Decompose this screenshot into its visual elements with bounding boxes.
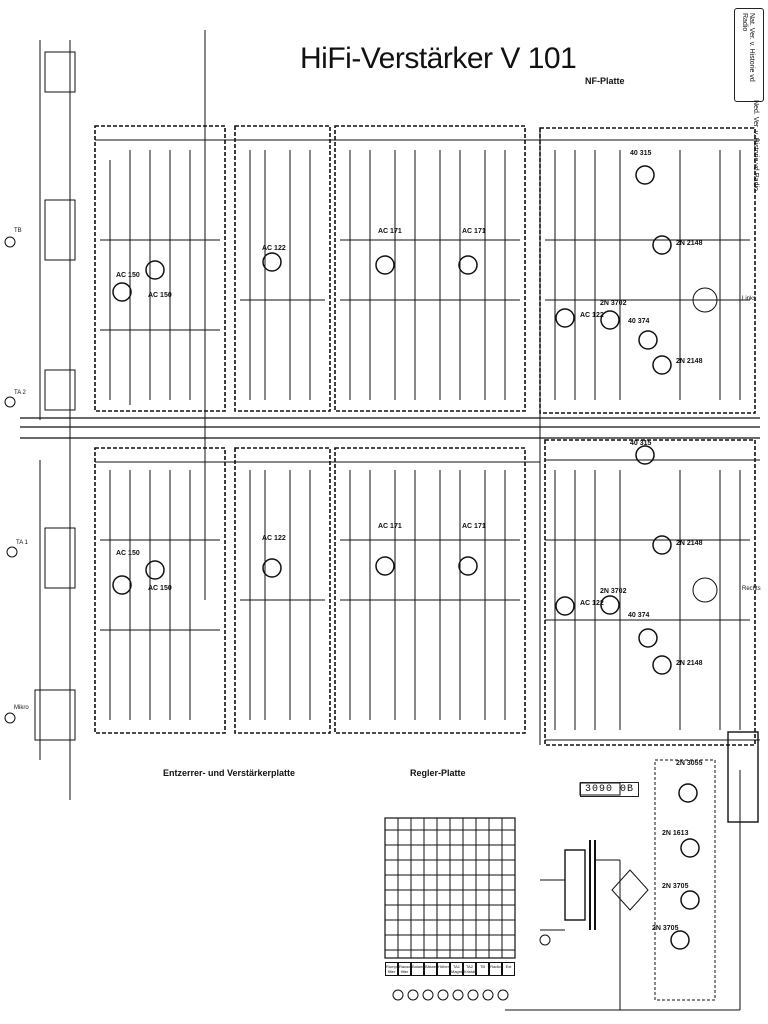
transistor-label: 2N 3705 <box>662 883 689 890</box>
board-frame <box>234 125 331 412</box>
transistor-label: AC 150 <box>116 272 140 279</box>
input-label-ta2: TA 2 <box>14 390 26 396</box>
input-label-tb: TB <box>14 228 22 234</box>
transistor-label: 2N 1613 <box>662 830 689 837</box>
transistor-label: 40 374 <box>628 318 650 325</box>
transistor-label: 2N 3702 <box>600 588 627 595</box>
stamp-side-text: Ned. Ver. v. Historie vd Radio <box>752 100 759 191</box>
transistor-label: 2N 2148 <box>676 540 703 547</box>
regler-label: Regler-Platte <box>410 768 466 778</box>
archive-stamp: Nat. Ver. v. Historie vd Radio <box>734 8 764 102</box>
transistor-label: AC 122 <box>262 535 286 542</box>
input-label-mikro: Mikro <box>14 705 29 711</box>
regler-label: Radio <box>489 962 502 976</box>
transistor-label: 40 315 <box>630 440 652 447</box>
transistor-label: AC 171 <box>378 523 402 530</box>
transistor-label: 2N 2148 <box>676 240 703 247</box>
regler-label: TA1 Magnet <box>450 962 463 976</box>
board-frame <box>544 439 756 746</box>
transistor-label: AC 150 <box>148 585 172 592</box>
stamp-text: Nat. Ver. v. Historie vd Radio <box>741 13 755 82</box>
regler-label: Höhen <box>437 962 450 976</box>
transistor-label: 2N 3705 <box>652 925 679 932</box>
part-number: 3090 0B <box>580 782 640 797</box>
board-frame <box>654 759 716 1001</box>
regler-label: TB <box>476 962 489 976</box>
transistor-label: AC 171 <box>462 523 486 530</box>
output-label-links: Links <box>742 296 757 302</box>
entzerrer-label: Entzerrer- und Verstärkerplatte <box>163 768 296 778</box>
regler-label-row: Rumpel filterRausch filterBalanceBässeHö… <box>385 962 515 976</box>
transistor-label: 2N 3702 <box>600 300 627 307</box>
board-frame <box>727 731 759 823</box>
regler-label: Ext <box>502 962 515 976</box>
regler-label: Rausch filter <box>398 962 411 976</box>
board-frame <box>334 447 526 734</box>
regler-label: Balance <box>411 962 424 976</box>
transistor-label: 40 315 <box>630 150 652 157</box>
transistor-label: 2N 2148 <box>676 660 703 667</box>
output-label-rechts: Rechts <box>742 586 761 592</box>
transistor-label: AC 122 <box>580 312 604 319</box>
transistor-label: AC 150 <box>148 292 172 299</box>
board-frame <box>334 125 526 412</box>
board-frame <box>539 127 756 414</box>
transistor-label: 2N 3055 <box>676 760 703 767</box>
nf-platte-label: NF-Platte <box>585 76 625 86</box>
board-frame <box>94 447 226 734</box>
transistor-label: AC 171 <box>378 228 402 235</box>
page-title: HiFi-Verstärker V 101 <box>300 42 577 75</box>
transistor-label: 40 374 <box>628 612 650 619</box>
transistor-label: AC 150 <box>116 550 140 557</box>
transistor-label: AC 122 <box>262 245 286 252</box>
transistor-label: 2N 2148 <box>676 358 703 365</box>
regler-label: Rumpel filter <box>385 962 398 976</box>
transistor-label: AC 171 <box>462 228 486 235</box>
board-frame <box>94 125 226 412</box>
input-label-ta1: TA 1 <box>16 540 28 546</box>
regler-label: Bässe <box>424 962 437 976</box>
transistor-label: AC 122 <box>580 600 604 607</box>
board-frame <box>234 447 331 734</box>
regler-label: TA2 Kristall <box>463 962 476 976</box>
